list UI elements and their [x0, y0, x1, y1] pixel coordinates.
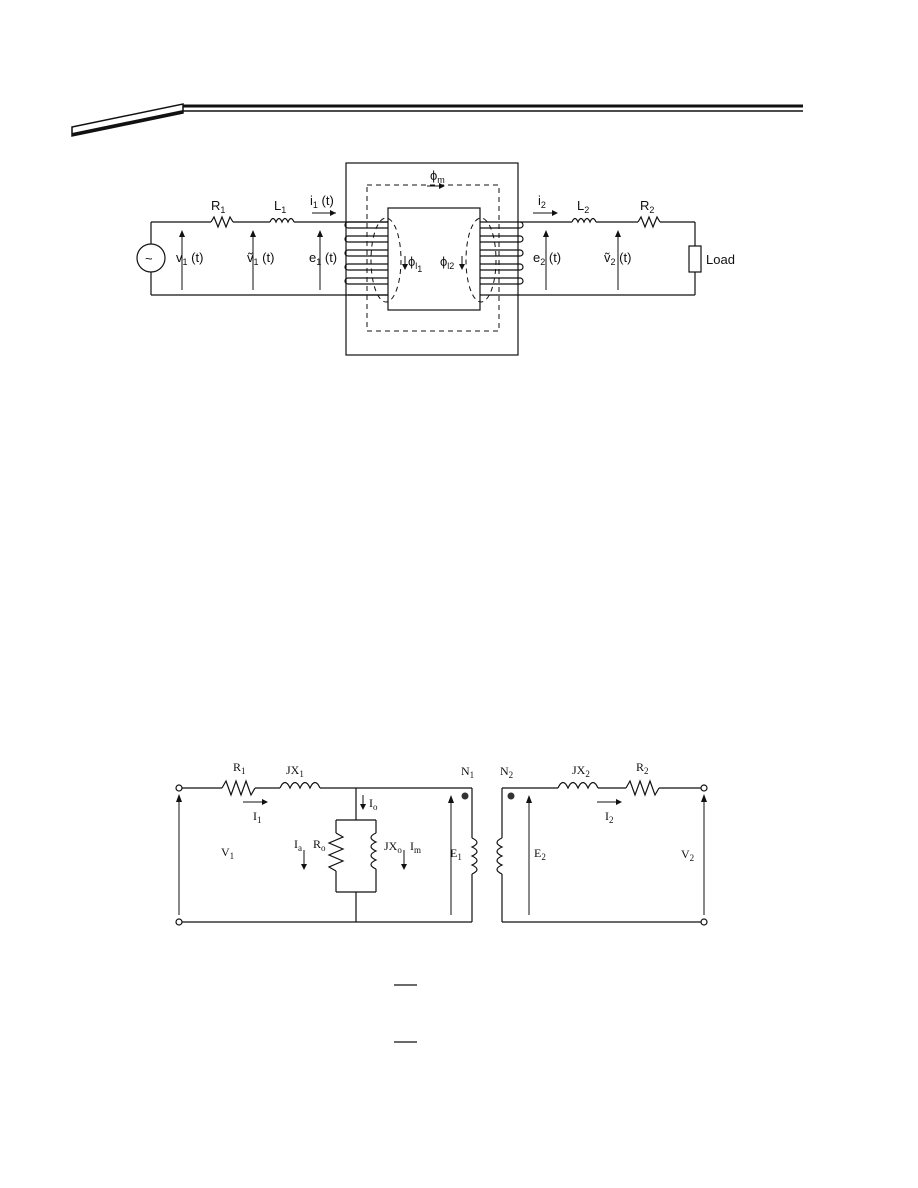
inductor-jx1-icon	[279, 781, 321, 790]
mutual-flux-path	[366, 184, 500, 332]
transformer-core-outer	[345, 162, 519, 356]
secondary-winding-icon	[480, 221, 524, 285]
terminal-icon	[175, 918, 183, 926]
inductor-jxo-icon	[370, 832, 378, 870]
resistor-ro-icon	[327, 832, 345, 872]
inductor-l1-icon	[269, 217, 295, 224]
label-E2: E2	[534, 846, 546, 862]
primary-winding-icon	[344, 221, 388, 296]
inductor-jx2-icon	[557, 781, 599, 790]
polarity-dot-secondary	[507, 792, 515, 800]
secondary-winding-icon	[496, 837, 504, 875]
label-phi-l1: ϕl1	[408, 254, 422, 274]
header-rule	[71, 103, 803, 137]
label-Io: Io	[369, 796, 378, 812]
label-R1: R1	[233, 760, 246, 776]
transformer-core-window	[387, 207, 481, 311]
label-Ro: Ro	[313, 837, 326, 853]
inductor-l2-icon	[571, 217, 597, 224]
label-R2: R2	[636, 760, 649, 776]
label-r2: R2	[640, 198, 654, 215]
transformer-physical-diagram: ~	[136, 162, 735, 356]
label-v2-tilde: ṽ2 (t)	[604, 250, 631, 267]
label-I1: I1	[253, 809, 262, 825]
label-N1: N1	[461, 764, 474, 780]
label-V2: V2	[681, 847, 694, 863]
primary-winding-icon	[470, 837, 478, 875]
label-phi-l2: ϕl2	[440, 254, 454, 271]
terminal-icon	[700, 918, 708, 926]
polarity-dot-primary	[461, 792, 469, 800]
resistor-r2-icon	[637, 215, 661, 229]
label-Im: Im	[410, 839, 421, 855]
source-symbol: ~	[145, 251, 153, 266]
terminal-icon	[175, 784, 183, 792]
terminal-icon	[700, 784, 708, 792]
leakage-flux-2	[465, 217, 497, 303]
resistor-r1-icon	[221, 779, 256, 797]
load-box	[688, 245, 702, 273]
equivalent-circuit-diagram: R1 JX1 I1 V1 Io Ia Ro JXo Im N1 E1 N2 E2…	[175, 760, 708, 926]
label-v1: v1 (t)	[176, 250, 203, 267]
label-l1: L1	[274, 198, 286, 215]
resistor-r2-icon	[625, 779, 660, 797]
label-e2: e2 (t)	[533, 250, 561, 267]
label-JX1: JX1	[286, 763, 304, 779]
label-JX2: JX2	[572, 763, 590, 779]
label-JXo: JXo	[384, 839, 402, 855]
label-load: Load	[706, 252, 735, 267]
label-i1: i1 (t)	[310, 193, 334, 210]
leakage-flux-1	[370, 217, 402, 303]
label-I2: I2	[605, 809, 614, 825]
label-i2: i2	[538, 193, 546, 210]
label-r1: R1	[211, 198, 225, 215]
label-l2: L2	[577, 198, 589, 215]
resistor-r1-icon	[210, 215, 234, 229]
label-V1: V1	[221, 845, 234, 861]
label-phi-m: ϕm	[430, 168, 445, 185]
label-Ia: Ia	[294, 837, 302, 853]
label-e1: e1 (t)	[309, 250, 337, 267]
label-N2: N2	[500, 764, 513, 780]
label-E1: E1	[450, 846, 462, 862]
label-v1-tilde: ṽ1 (t)	[247, 250, 274, 267]
